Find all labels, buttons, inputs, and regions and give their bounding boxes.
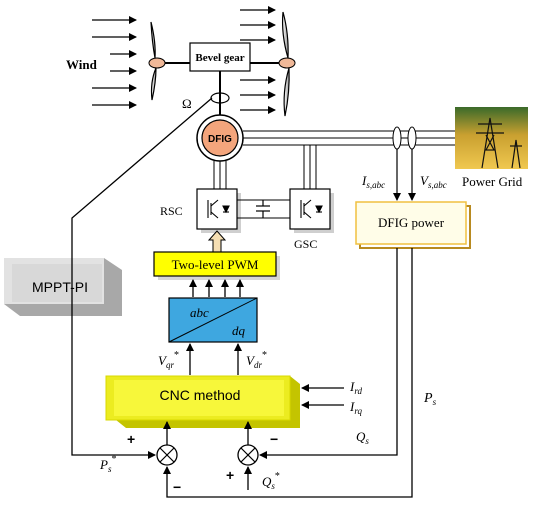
omega-label: Ω [182,96,192,111]
svg-text:Vdr*: Vdr* [246,350,267,370]
svg-text:Qs: Qs [356,429,369,446]
sum2-minus-sign: − [270,431,278,447]
turbine-blade-icon [150,67,157,101]
vqr-ref-sub: qr [166,360,175,370]
turbine-blade-icon [150,21,156,59]
vqr-ref-sup: * [174,350,179,361]
ps-ref-label: P [99,457,108,472]
current-sensor-icon [392,126,402,150]
qs-ref-sup: * [275,471,280,482]
svg-text:Is,abc: Is,abc [361,173,385,190]
rsc-label: RSC [160,204,183,218]
vqr-ref-label: V [158,353,168,368]
stator-bus [243,130,455,146]
vdr-ref-label: V [246,353,256,368]
two-level-pwm-label: Two-level PWM [172,257,259,272]
irq-sub: rq [354,406,362,416]
wind-arrows-right [240,6,276,114]
svg-text:Ps*: Ps* [99,454,116,474]
abc-label: abc [190,305,209,320]
capacitor-icon [256,200,270,218]
sum1-plus-sign: + [127,431,135,447]
transmission-tower-icon [476,117,522,169]
ps-ref-sup: * [111,454,116,465]
ps-sub: s [433,397,437,407]
qs-feedback-line [259,248,398,459]
turbine-blade-icon [283,67,290,117]
svg-text:Irq: Irq [349,399,363,416]
wind-arrow-icon [240,6,276,114]
ps-label: P [423,391,433,406]
bevel-gear-box [189,42,251,72]
igbt-switch-icon [207,199,230,219]
rsc-converter [196,188,238,230]
svg-text:Qs*: Qs* [262,471,280,491]
turbine-left [148,21,166,101]
qs-ref-label: Q [262,474,272,489]
vdr-ref-sub: dr [254,360,263,370]
is-abc-label: I [361,173,367,188]
is-abc-sub: s,abc [366,180,385,190]
two-level-pwm-block [153,251,277,277]
turbine-right [278,11,296,117]
igbt-switch-icon [300,199,323,219]
wind-label: Wind [66,57,98,72]
ird-sub: rd [354,386,362,396]
svg-text:Ird: Ird [349,379,363,396]
qs-label: Q [356,429,366,444]
speed-sensor-ring [210,92,230,104]
gsc-label: GSC [294,237,317,251]
mppt-pi-block [4,258,122,316]
turbine-blade-icon [281,11,289,59]
sum1-minus-sign: − [173,479,181,495]
qs-sub: s [365,436,369,446]
wind-arrows-left [92,16,137,109]
vdr-ref-sup: * [262,350,267,361]
svg-text:Vqr*: Vqr* [158,350,179,370]
cnc-method-block [105,375,300,428]
irq-label: I [349,399,355,414]
summing-junction-icon [156,444,178,466]
wind-arrow-icon [92,16,137,109]
dfig-power-label: DFIG power [378,215,445,230]
dq-label: dq [232,323,246,338]
bevel-gear-label: Bevel gear [195,52,244,64]
dfig-machine [201,119,239,157]
summing-junction-icon [237,444,259,466]
vs-abc-label: V [420,173,430,188]
pwm-to-rsc-arrow [207,230,227,256]
power-grid-label: Power Grid [462,174,523,189]
dfig-power-block [355,201,471,249]
ird-label: I [349,379,355,394]
omega-feedback-line [71,97,213,459]
svg-text:Ps: Ps [423,391,437,407]
qs-ref-sub: s [271,481,275,491]
dfig-label: DFIG [208,134,232,145]
gsc-converter [289,188,331,230]
cnc-method-label: CNC method [160,387,241,403]
ps-feedback-line [163,248,413,498]
vs-abc-sub: s,abc [428,180,447,190]
sum2-plus-sign: + [226,467,234,483]
power-grid-image [455,107,528,169]
svg-text:Vs,abc: Vs,abc [420,173,447,190]
ps-ref-sub: s [108,464,112,474]
mppt-pi-label: MPPT-PI [32,279,88,295]
current-sensor-icon [407,126,417,150]
